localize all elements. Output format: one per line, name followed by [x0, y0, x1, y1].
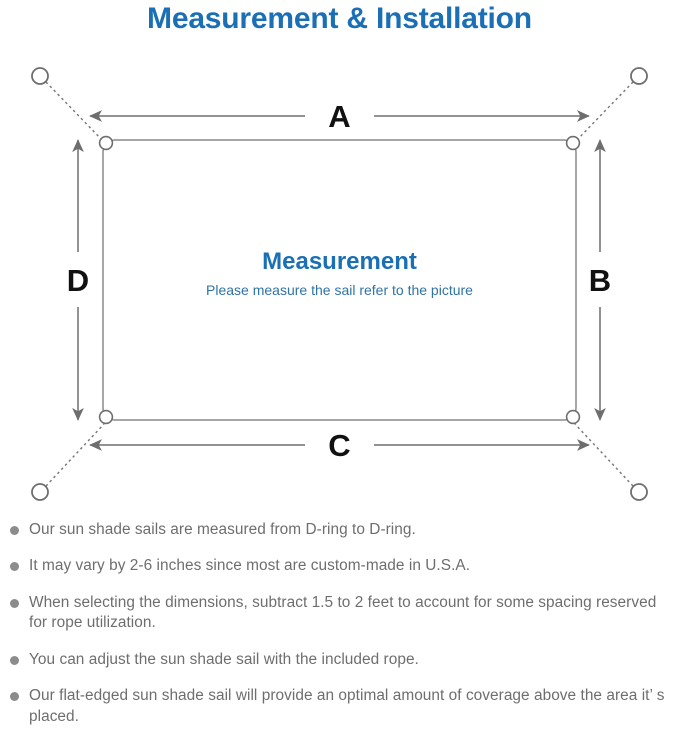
list-item: Our sun shade sails are measured from D-… — [0, 520, 679, 540]
note-text: It may vary by 2-6 inches since most are… — [29, 557, 471, 575]
measurement-diagram: Measurement Please measure the sail refe… — [0, 52, 679, 512]
dimension-label-c: C — [328, 428, 350, 463]
anchor-ring-top-right — [630, 67, 648, 85]
list-item: When selecting the dimensions, subtract … — [0, 593, 679, 634]
note-text: Our sun shade sails are measured from D-… — [29, 521, 416, 538]
list-item: It may vary by 2-6 inches since most are… — [0, 556, 679, 576]
rope-top-right — [574, 81, 634, 143]
bullet-icon — [10, 562, 19, 572]
notes-list: Our sun shade sails are measured from D-… — [0, 520, 679, 743]
list-item: Our flat-edged sun shade sail will provi… — [0, 686, 679, 727]
dimension-label-a: A — [328, 99, 350, 134]
d-rings — [98, 135, 581, 425]
d-ring-top-left — [98, 135, 114, 151]
note-text: Our flat-edged sun shade sail will provi… — [29, 687, 665, 725]
page-title: Measurement & Installation — [147, 2, 532, 35]
bullet-icon — [10, 526, 19, 535]
dimension-label-d: D — [67, 263, 89, 298]
note-text: When selecting the dimensions, subtract … — [29, 593, 657, 632]
d-ring-bottom-right — [565, 409, 581, 425]
bullet-icon — [10, 692, 19, 702]
rope-bottom-right — [574, 423, 634, 487]
anchor-rings — [31, 67, 648, 501]
diagram-center-subtitle: Please measure the sail refer to the pic… — [206, 282, 473, 298]
rope-lines — [45, 81, 634, 487]
sail-outline — [102, 139, 577, 421]
rope-top-left — [45, 81, 105, 143]
anchor-ring-bottom-right — [630, 483, 648, 501]
list-item: You can adjust the sun shade sail with t… — [0, 650, 679, 670]
anchor-ring-bottom-left — [31, 483, 49, 501]
bullet-icon — [10, 598, 19, 608]
rope-bottom-left — [45, 423, 105, 487]
anchor-ring-top-left — [31, 67, 49, 85]
d-ring-top-right — [565, 135, 581, 151]
dimension-label-b: B — [589, 263, 611, 298]
bullet-icon — [10, 655, 19, 665]
sail-diagram-svg: Measurement Please measure the sail refe… — [31, 67, 648, 501]
note-text: You can adjust the sun shade sail with t… — [29, 650, 419, 668]
d-ring-bottom-left — [98, 409, 114, 425]
diagram-center-title: Measurement — [262, 248, 417, 275]
